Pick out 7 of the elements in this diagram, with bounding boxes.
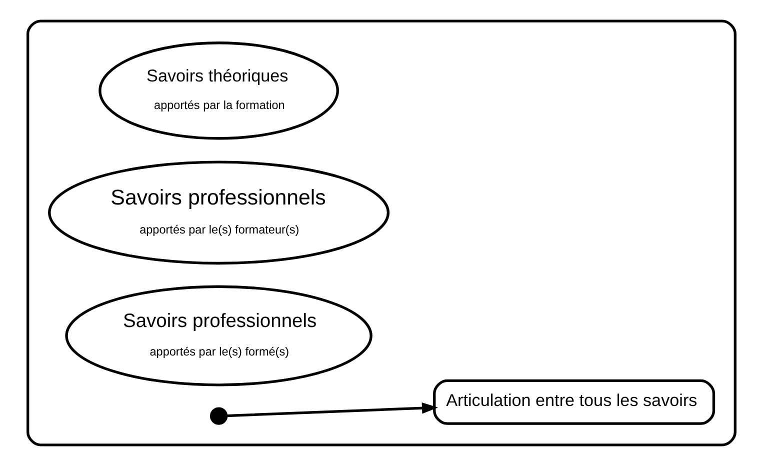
node-ellipse: Savoirs théoriques apportés par la formation bbox=[98, 42, 338, 140]
node-ellipse: Savoirs professionnels apportés par le(s) formé(s) bbox=[64, 285, 372, 386]
cluster bbox=[26, 20, 736, 446]
node-circle bbox=[209, 407, 228, 425]
node-ellipse: Savoirs professionnels apportés par le(s) formateur(s) bbox=[48, 160, 390, 265]
arrow bbox=[226, 402, 438, 418]
node-box: Articulation entre tous les savoirs bbox=[432, 379, 715, 425]
